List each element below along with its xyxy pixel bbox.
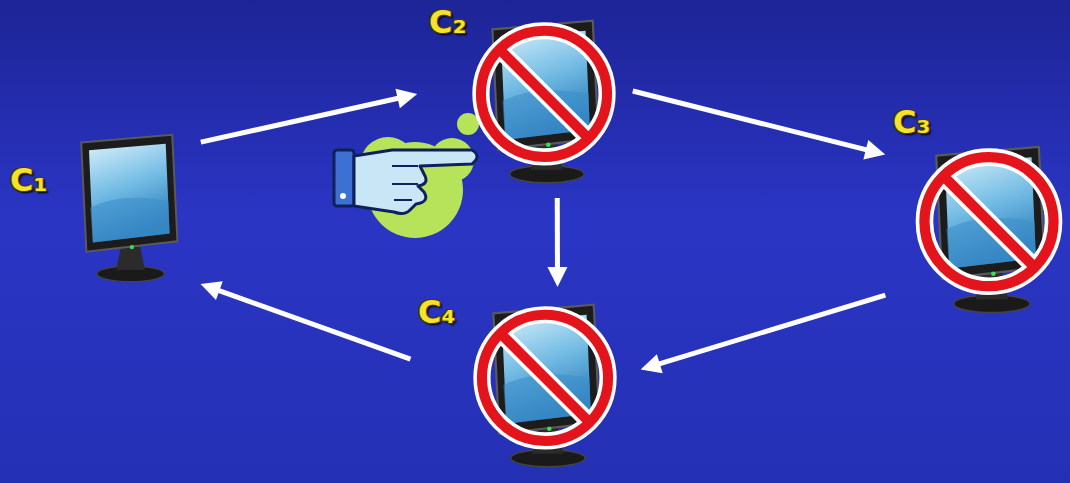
computer-label: C₂ <box>429 5 467 40</box>
ban-ring-outline <box>924 157 1053 286</box>
arrow-head <box>863 140 885 159</box>
power-light <box>130 245 134 249</box>
arrow-connector <box>201 281 411 359</box>
ban-slash <box>944 176 1035 267</box>
computer-node: C₂ <box>425 5 625 190</box>
monitor-frame <box>81 135 177 252</box>
arrow-connector <box>201 89 417 143</box>
connector-line <box>656 295 885 365</box>
computer-node: C₃ <box>893 105 1065 320</box>
monitor-icon <box>460 299 630 471</box>
computer-label: C₃ <box>893 105 931 140</box>
arrow-connector <box>633 91 885 159</box>
ban-slash-outline <box>501 333 590 422</box>
arrow-connector <box>547 198 567 287</box>
monitor-icon <box>63 110 193 305</box>
monitor-icon <box>465 15 623 187</box>
ban-ring-outline <box>482 315 608 441</box>
arrow-head <box>201 281 223 300</box>
ban-slash-outline <box>944 176 1035 267</box>
ban-ring <box>482 315 608 441</box>
connector-line <box>216 289 411 359</box>
arrow-connector <box>641 295 886 373</box>
arrow-head <box>395 89 417 109</box>
pointing-hand <box>334 150 477 214</box>
ban-slash <box>501 333 590 422</box>
screen-wave <box>90 198 169 243</box>
computer-node: C₄ <box>418 295 633 475</box>
ban-ring-outline <box>481 31 607 157</box>
ban-slash-outline <box>500 49 589 138</box>
connector-line <box>201 98 402 143</box>
monitor-screen <box>89 144 170 243</box>
ban-ring <box>924 157 1053 286</box>
power-light <box>991 271 996 276</box>
connector-line <box>633 91 870 151</box>
computer-label: C₄ <box>418 295 456 330</box>
ban-ring <box>481 31 607 157</box>
computer-label: C₁ <box>10 163 48 198</box>
computer-node: C₁ <box>8 108 193 308</box>
ban-slash <box>500 49 589 138</box>
power-light <box>546 142 551 147</box>
monitor-icon <box>915 141 1063 317</box>
arrow-head <box>547 267 567 287</box>
arrow-head <box>641 354 663 373</box>
connector-line <box>555 198 560 271</box>
power-light <box>547 426 552 431</box>
